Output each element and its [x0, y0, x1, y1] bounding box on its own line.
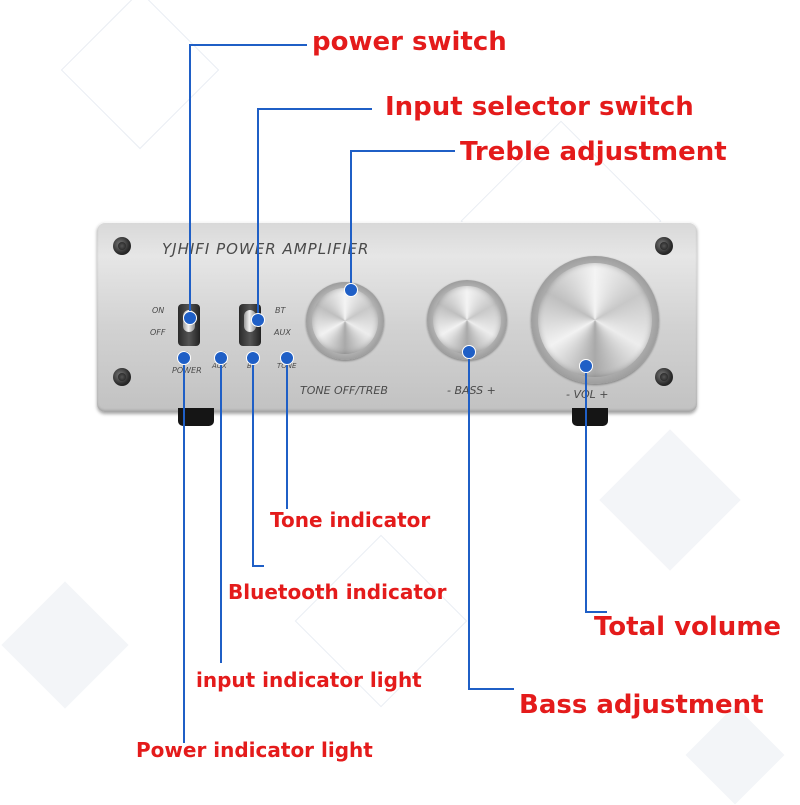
- bg-diamond: [1, 581, 129, 709]
- screw-icon: [113, 368, 131, 386]
- callout-line: [189, 44, 307, 46]
- right-foot: [572, 408, 608, 426]
- bg-diamond: [599, 429, 741, 571]
- callout-line: [468, 352, 470, 688]
- switch2-aux-label: AUX: [274, 328, 291, 337]
- left-foot: [178, 408, 214, 426]
- callout-line: [257, 108, 259, 320]
- bass-knob[interactable]: [433, 286, 501, 354]
- screw-icon: [655, 237, 673, 255]
- screw-icon: [113, 237, 131, 255]
- callout-line: [585, 611, 607, 613]
- volume-knob[interactable]: [538, 263, 652, 377]
- callout-line: [468, 688, 514, 690]
- power-switch-label: power switch: [312, 27, 507, 57]
- callout-line: [183, 361, 185, 743]
- bluetooth-indicator-label: Bluetooth indicator: [228, 580, 447, 604]
- switch1-on-label: ON: [152, 306, 165, 315]
- bg-diamond: [685, 705, 785, 805]
- input-indicator-label: input indicator light: [196, 668, 422, 692]
- callout-dot: [246, 351, 260, 365]
- callout-line: [189, 44, 191, 318]
- callout-dot: [214, 351, 228, 365]
- callout-dot: [183, 311, 197, 325]
- led-aux-label: AUX: [212, 362, 227, 370]
- total-volume-label: Total volume: [594, 612, 782, 642]
- led-bt-label: BT: [247, 362, 256, 370]
- bass-adjustment-label: Bass adjustment: [519, 690, 764, 720]
- callout-line: [286, 361, 288, 509]
- bg-diamond: [60, 0, 220, 150]
- callout-dot: [462, 345, 476, 359]
- callout-dot: [579, 359, 593, 373]
- switch1-off-label: OFF: [150, 328, 166, 337]
- callout-line: [350, 150, 455, 152]
- treble-label: TONE OFF/TREB: [300, 384, 388, 397]
- led-power-label: POWER: [172, 366, 202, 375]
- treble-knob[interactable]: [312, 288, 378, 354]
- switch2-bt-label: BT: [275, 306, 286, 315]
- callout-dot: [177, 351, 191, 365]
- callout-line: [220, 361, 222, 663]
- callout-line: [252, 361, 254, 565]
- callout-dot: [344, 283, 358, 297]
- tone-indicator-label: Tone indicator: [270, 508, 431, 532]
- callout-dot: [251, 313, 265, 327]
- input-selector-label: Input selector switch: [385, 92, 694, 122]
- treble-adjustment-label: Treble adjustment: [460, 137, 727, 167]
- callout-line: [585, 366, 587, 611]
- screw-icon: [655, 368, 673, 386]
- callout-line: [350, 150, 352, 290]
- callout-line: [252, 565, 264, 567]
- callout-line: [257, 108, 372, 110]
- callout-dot: [280, 351, 294, 365]
- brand-text: YJHIFI POWER AMPLIFIER: [162, 240, 370, 258]
- bass-label: - BASS +: [447, 384, 496, 397]
- volume-label: - VOL +: [566, 388, 609, 401]
- power-indicator-label: Power indicator light: [136, 738, 373, 762]
